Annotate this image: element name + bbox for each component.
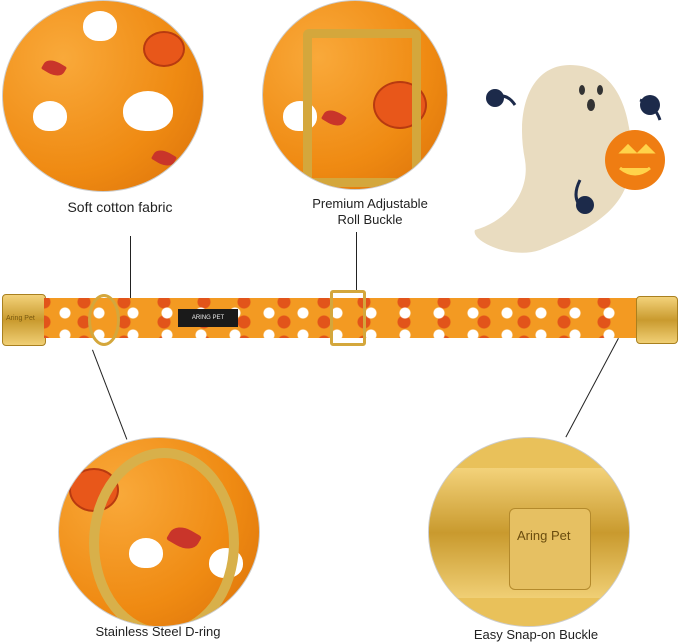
d-ring [88, 294, 120, 346]
detail-buckle-engraving: Aring Pet [517, 528, 571, 543]
roll-buckle-detail-photo [262, 0, 448, 190]
brand-tag-text: ARING PET [191, 315, 225, 321]
callout-line [356, 232, 357, 290]
snap-buckle-left: Aring Pet [2, 294, 46, 346]
roll-buckle-label-line2: Roll Buckle [337, 212, 403, 227]
roll-buckle-collar [330, 290, 366, 346]
d-ring-detail-photo [58, 437, 260, 627]
soft-cotton-fabric-label: Soft cotton fabric [67, 199, 173, 215]
snap-buckle-detail-photo: Aring Pet [428, 437, 630, 627]
callout-line [130, 236, 131, 298]
roll-buckle [303, 29, 421, 187]
fabric-detail-photo [2, 0, 204, 192]
roll-buckle-label-line1: Premium Adjustable [312, 196, 428, 211]
callout-line [565, 338, 619, 438]
callout-line [92, 349, 128, 440]
collar-strap [44, 298, 644, 338]
ghost-pumpkin-illustration [474, 65, 665, 253]
stainless-steel-d-ring-label: Stainless Steel D-ring [95, 624, 221, 639]
roll-buckle-label: Premium Adjustable Roll Buckle [290, 196, 450, 228]
easy-snap-on-buckle-label: Easy Snap-on Buckle [473, 627, 599, 642]
brand-tag: ARING PET [178, 309, 238, 327]
buckle-engraving: Aring Pet [6, 315, 35, 322]
snap-buckle-right [636, 296, 678, 344]
